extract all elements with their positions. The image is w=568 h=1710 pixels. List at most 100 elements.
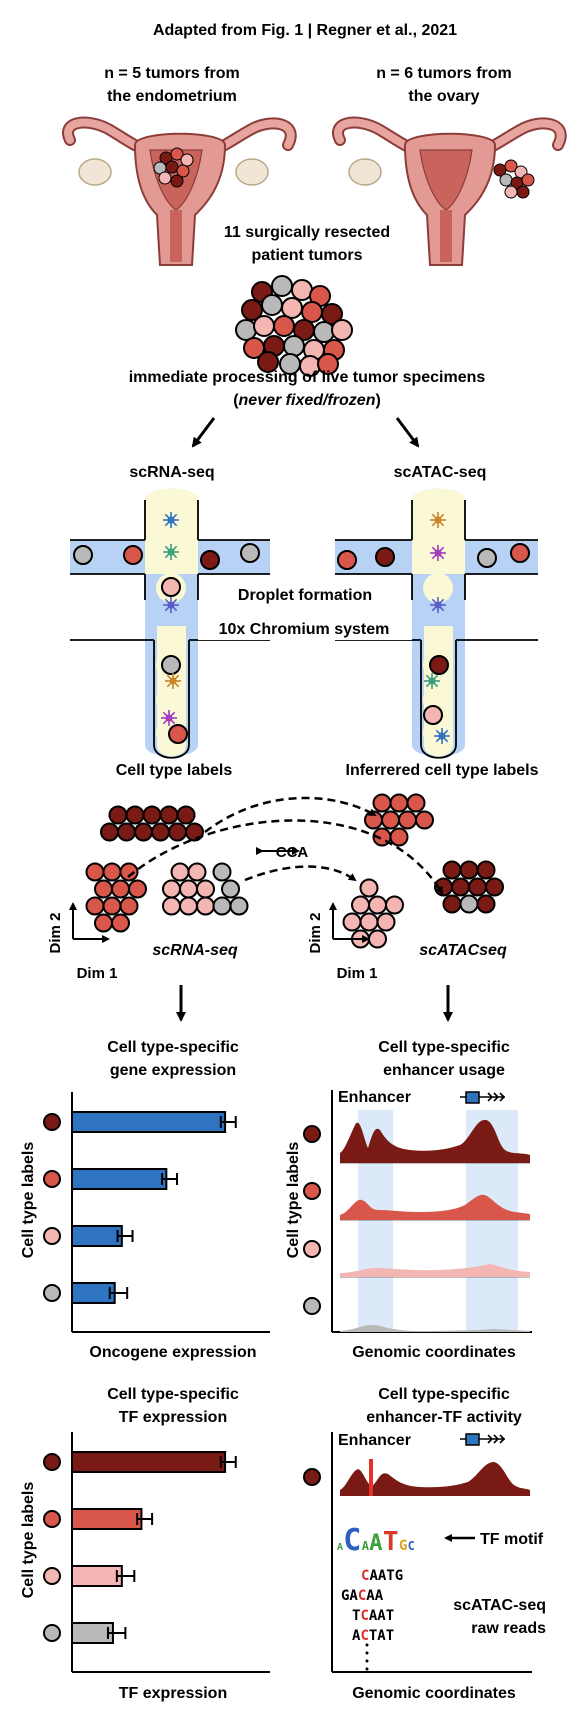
umap-cell <box>134 822 153 842</box>
umap-scatac-name: scATACseq <box>419 942 507 959</box>
motif-letter: C <box>408 1539 415 1553</box>
umap-cell <box>459 860 479 880</box>
nucleus-star-icon <box>163 512 179 528</box>
umap-cell <box>342 912 362 932</box>
umap-cell <box>485 877 504 897</box>
droplet-cell <box>200 550 220 570</box>
nucleus-star-icon <box>424 673 440 689</box>
row-legend-dot <box>303 1240 321 1258</box>
umap-cell <box>85 862 105 882</box>
chromium-system-label: 10x Chromium system <box>219 621 390 638</box>
umap-cell <box>364 810 383 830</box>
enhancer-tf-title-1: Cell type-specific <box>378 1386 510 1403</box>
umap-cell <box>117 822 136 842</box>
bar <box>71 1282 116 1304</box>
umap-cell <box>385 895 404 915</box>
tumor-cell <box>321 303 343 325</box>
inferred-cell-type-labels-heading: Inferrered cell type labels <box>346 762 539 779</box>
droplet-cell <box>161 655 181 675</box>
umap-right-dim2: Dim 2 <box>307 913 324 954</box>
umap-cell <box>389 827 409 847</box>
umap-right-dim1: Dim 1 <box>337 965 378 982</box>
row-legend-dot <box>303 1297 321 1315</box>
motif-letter: G <box>399 1538 407 1554</box>
droplet-cell <box>123 545 143 565</box>
bar <box>71 1225 123 1247</box>
activity-track <box>340 1462 530 1496</box>
umap-cell <box>111 879 130 899</box>
droplet-cell <box>240 543 260 563</box>
tumor-cell <box>235 319 257 341</box>
row-legend-dot <box>43 1113 61 1131</box>
umap-left-dim2: Dim 2 <box>47 913 64 954</box>
umap-cell <box>212 896 232 916</box>
umap-cell <box>108 805 128 825</box>
nucleus-star-icon <box>163 597 179 613</box>
gene-expression-title-2: gene expression <box>110 1062 236 1079</box>
cca-arrow-2 <box>127 819 444 895</box>
umap-cell <box>102 862 122 882</box>
gene-expression-title-1: Cell type-specific <box>107 1039 239 1056</box>
umap-cell <box>221 879 240 899</box>
cca-arrow-3 <box>244 865 357 882</box>
uterus-ovary-illustration <box>332 116 567 266</box>
endometrium-label-1: n = 5 tumors from <box>104 65 240 82</box>
bar <box>71 1565 123 1587</box>
tumor-cell <box>281 297 303 319</box>
umap-cell <box>476 894 496 914</box>
umap-cell <box>119 896 139 916</box>
umap-cell <box>372 793 392 813</box>
tumor-cell <box>261 294 283 316</box>
ovary-label-1: n = 6 tumors from <box>376 65 512 82</box>
enhancer-usage-title-2: enhancer usage <box>383 1062 505 1079</box>
umap-cell <box>468 877 487 897</box>
endometrium-label-2: the endometrium <box>107 88 237 105</box>
uterus-endometrium-illustration <box>62 116 297 266</box>
umap-left-dim1: Dim 1 <box>77 965 118 982</box>
nucleus-star-icon <box>434 728 450 744</box>
droplet-cell <box>73 545 93 565</box>
bar <box>71 1111 227 1133</box>
processing-label-1: immediate processing of live tumor speci… <box>129 369 486 386</box>
row-legend-dot <box>43 1453 61 1471</box>
droplet-cell <box>477 548 497 568</box>
nucleus-star-icon <box>430 597 446 613</box>
tumor-cell <box>291 279 313 301</box>
tumor-cell-cluster <box>235 275 353 377</box>
motif-letter: A <box>362 1539 370 1553</box>
nucleus-star-icon <box>430 545 446 561</box>
cca-label: CCA <box>276 844 309 861</box>
umap-cell <box>142 805 162 825</box>
umap-cell <box>94 879 113 899</box>
tumor-cell <box>253 315 275 337</box>
umap-cell <box>179 896 198 916</box>
droplet-cell <box>161 577 181 597</box>
sequencing-read: TCAAT <box>352 1608 394 1624</box>
umap-cell <box>176 805 196 825</box>
umap-cell <box>398 810 417 830</box>
umap-cell <box>476 860 496 880</box>
microfluidic-chip-scatac <box>335 488 538 759</box>
gene-arrow-icon <box>460 1092 506 1102</box>
ellipsis-dot <box>365 1659 369 1663</box>
umap-cell <box>128 879 147 899</box>
bar <box>71 1168 168 1190</box>
tf-chart-ylabel: Cell type labels <box>20 1482 37 1599</box>
cell-type-labels-heading: Cell type labels <box>116 762 233 779</box>
row-legend-dot <box>43 1170 61 1188</box>
row-legend-dot <box>43 1567 61 1585</box>
cca-arrow-1 <box>204 796 377 833</box>
droplet-formation-label: Droplet formation <box>238 587 372 604</box>
umap-cell <box>229 896 249 916</box>
resected-label-2: patient tumors <box>251 247 362 264</box>
umap-cell <box>179 879 198 899</box>
umap-cell <box>212 862 232 882</box>
nucleus-star-icon <box>161 710 177 726</box>
track-dark <box>340 1119 530 1163</box>
ellipsis-dot <box>365 1643 369 1647</box>
umap-cell <box>368 929 387 949</box>
umap-cell <box>159 805 179 825</box>
raw-reads-label-2: raw reads <box>471 1620 546 1637</box>
